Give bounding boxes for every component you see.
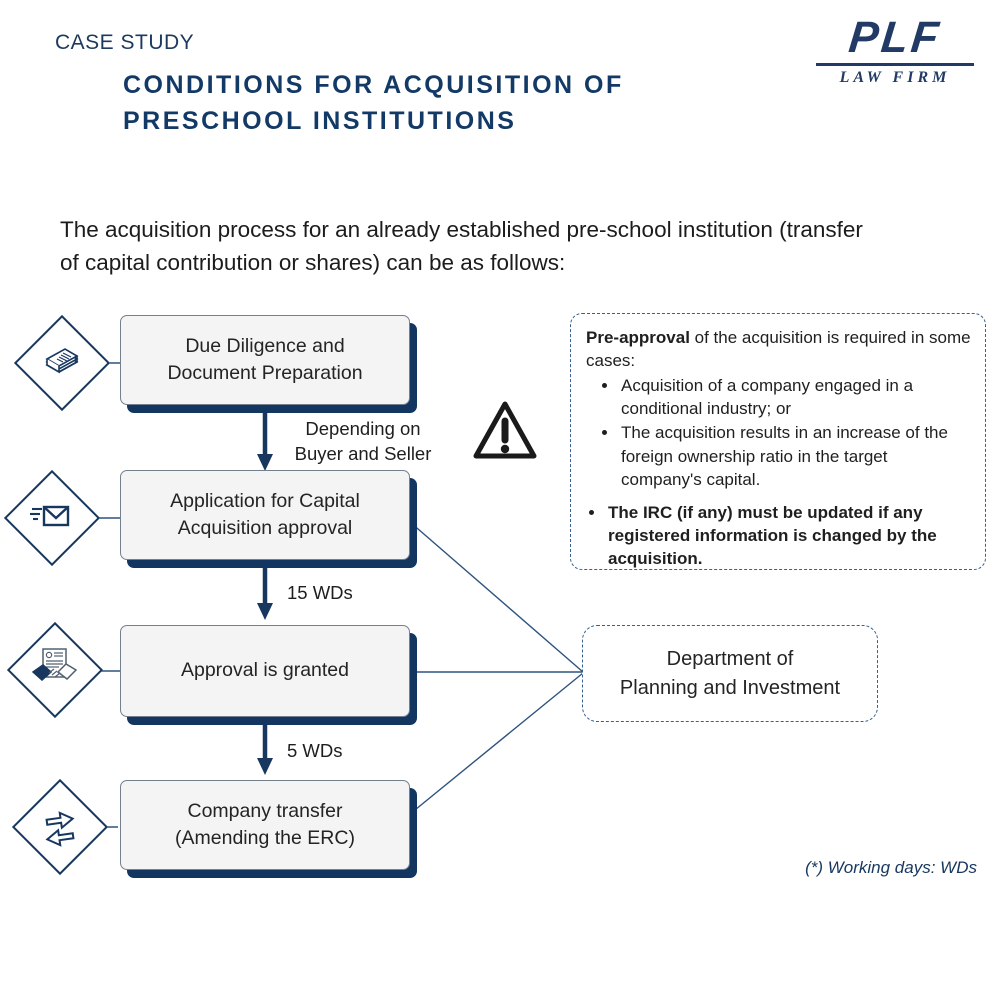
step-label: (Amending the ERC): [175, 827, 355, 849]
note-emphasis-bullet: The IRC (if any) must be updated if any …: [606, 501, 971, 570]
edge-label-depending: Depending on Buyer and Seller: [278, 417, 448, 467]
case-study-label: CASE STUDY: [55, 31, 195, 54]
step-label: Document Preparation: [167, 362, 363, 384]
department-box: Department of Planning and Investment: [582, 625, 878, 722]
page-title: CONDITIONS FOR ACQUISITION OF PRESCHOOL …: [123, 68, 624, 139]
note-bullet-list: Acquisition of a company engaged in a co…: [586, 374, 971, 491]
send-mail-icon: [26, 492, 78, 544]
warning-triangle-icon: [472, 398, 538, 464]
intro-line2: of capital contribution or shares) can b…: [60, 249, 566, 275]
edge-label-line: Buyer and Seller: [294, 442, 432, 464]
department-line1: Department of: [666, 647, 794, 670]
page-title-line1: CONDITIONS FOR ACQUISITION OF: [123, 71, 624, 99]
step-company-transfer: Company transfer (Amending the ERC): [120, 780, 410, 870]
step-application-approval: Application for Capital Acquisition appr…: [120, 470, 410, 560]
step-approval-granted: Approval is granted: [120, 625, 410, 717]
step-label: Due Diligence and: [185, 334, 345, 357]
transfer-arrows-icon: [34, 802, 86, 854]
step-label: Application for Capital: [170, 489, 360, 512]
handshake-contract-icon: [29, 645, 81, 697]
logo-subtitle: LAW FIRM: [839, 69, 951, 86]
pre-approval-note-box: Pre-approval of the acquisition is requi…: [570, 313, 986, 570]
edge-label-5wds: 5 WDs: [287, 740, 343, 761]
page-title-line2: PRESCHOOL INSTITUTIONS: [123, 106, 517, 135]
edge-label-line: Depending on: [305, 418, 421, 439]
note-lead: Pre-approval of the acquisition is requi…: [586, 326, 971, 372]
note-emphasis-list: The IRC (if any) must be updated if any …: [586, 501, 971, 570]
department-line2: Planning and Investment: [619, 676, 841, 699]
plf-law-firm-logo: PLF LAW FIRM: [812, 13, 978, 87]
logo-wordmark: PLF: [846, 13, 944, 62]
intro-paragraph: The acquisition process for an already e…: [60, 214, 975, 279]
logo-divider: [816, 63, 974, 66]
step-due-diligence: Due Diligence and Document Preparation: [120, 315, 410, 405]
note-lead-rest: of the acquisition is required in some c…: [586, 328, 971, 371]
step-label: Company transfer: [187, 799, 343, 822]
note-lead-bold: Pre-approval: [586, 328, 690, 347]
documents-stack-icon: [36, 337, 88, 389]
note-bullet: The acquisition results in an increase o…: [619, 421, 971, 490]
working-days-footnote: (*) Working days: WDs: [805, 858, 977, 877]
step-label: Approval is granted: [180, 659, 350, 682]
step-label: Acquisition approval: [177, 517, 353, 539]
note-bullet: Acquisition of a company engaged in a co…: [619, 374, 971, 420]
intro-line1: The acquisition process for an already e…: [60, 217, 863, 242]
edge-label-15wds: 15 WDs: [287, 582, 353, 603]
